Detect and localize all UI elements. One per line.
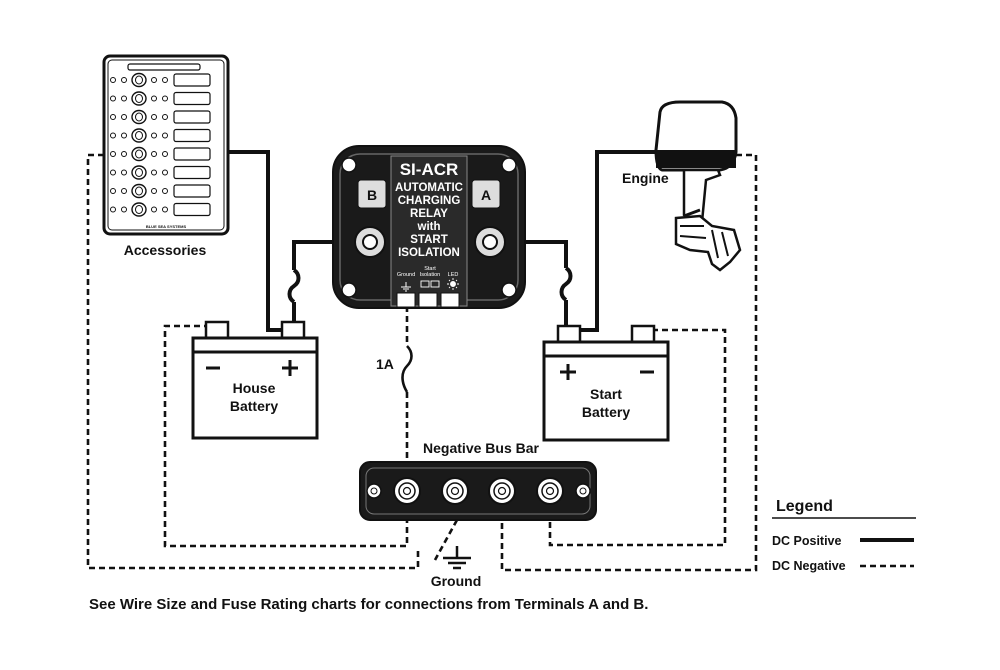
accessories-panel: BLUE SEA SYSTEMS [102,54,230,236]
panel-switch-row [110,91,211,106]
terminal-a-label-box [471,179,501,209]
panel-switch-row [110,128,211,143]
panel-switch-row [110,202,211,217]
negative-bus-bar [359,461,597,521]
port-start-label: Start [424,266,436,272]
legend: Legend DC Positive DC Negative [772,498,916,573]
led-icon [447,278,459,290]
panel-switch-row [110,165,211,180]
accessories-label: Accessories [124,242,207,258]
house-battery [191,320,319,440]
terminal-b-label: B [367,187,377,203]
si-acr-relay [332,145,526,309]
relay-line-4: with [417,221,441,233]
ground-symbol-icon [401,282,411,292]
relay-line-5: START [410,234,447,246]
start-battery-label-2: Battery [582,404,630,420]
plus-icon [560,364,576,380]
ground-symbol-icon [443,546,471,570]
terminal-b-label-box [357,179,387,209]
ground-fuse-icon [401,345,413,393]
port-led-label: LED [448,272,459,278]
relay-line-1: AUTOMATIC [395,182,463,194]
panel-switch-row [110,72,211,88]
panel-brand: BLUE SEA SYSTEMS [146,224,187,229]
terminal-a-label: A [481,187,491,203]
panel-switch-row [110,146,211,162]
outboard-engine-icon [654,100,742,272]
port-ground-label: Ground [397,272,415,278]
bus-bar-stud [488,477,516,505]
legend-dc-positive-label: DC Positive [772,534,842,548]
bus-bar-stud [536,477,564,505]
panel-switch-row [110,183,211,199]
panel-switch-row [110,109,211,125]
legend-title: Legend [776,498,833,515]
relay-title: SI-ACR [400,160,459,179]
relay-line-6: ISOLATION [398,247,460,259]
bus-bar-stud [441,477,469,505]
port-isolation-label: Isolation [420,272,441,278]
start-battery-label-1: Start [590,386,622,402]
fuse-rating-label: 1A [376,356,394,372]
start-isolation-icon [420,280,430,288]
ground-label: Ground [431,573,482,589]
house-battery-label-1: House [233,380,276,396]
relay-line-3: RELAY [410,208,448,220]
footnote: See Wire Size and Fuse Rating charts for… [89,596,648,613]
negative-bus-bar-label: Negative Bus Bar [423,440,539,456]
plus-icon [282,360,298,376]
bus-bar-stud [393,477,421,505]
engine-label: Engine [622,170,669,186]
house-battery-label-2: Battery [230,398,278,414]
start-battery [542,324,670,442]
relay-line-2: CHARGING [398,195,461,207]
legend-dc-negative-label: DC Negative [772,559,846,573]
